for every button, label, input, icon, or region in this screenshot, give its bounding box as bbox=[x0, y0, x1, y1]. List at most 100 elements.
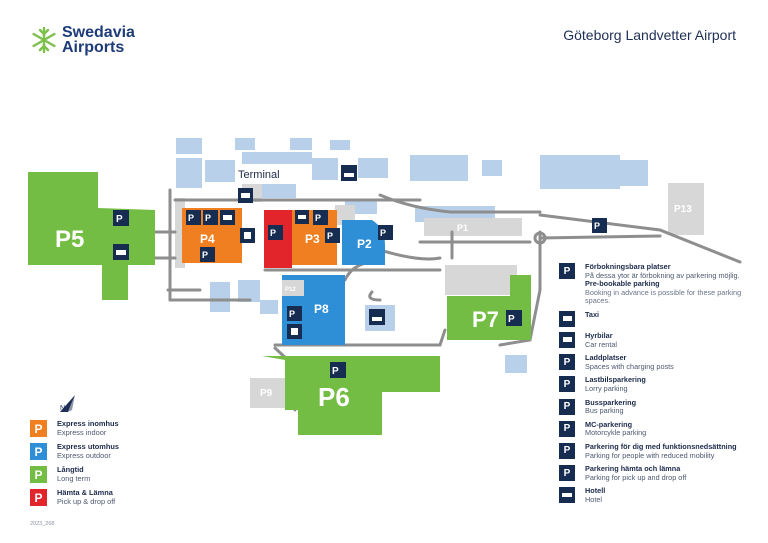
taxi-icon bbox=[559, 310, 575, 327]
hotel-icon bbox=[559, 487, 575, 504]
lorry-parking-icon bbox=[238, 188, 253, 203]
charging-post-icon: P bbox=[559, 354, 575, 371]
north-arrow-icon: N bbox=[60, 395, 75, 412]
svg-text:P: P bbox=[188, 213, 194, 223]
svg-text:P: P bbox=[594, 221, 600, 231]
svg-text:P: P bbox=[380, 228, 386, 238]
svg-text:N: N bbox=[60, 405, 65, 412]
car-rental-icon bbox=[559, 331, 575, 348]
legend-item-taxi: Taxi bbox=[559, 309, 759, 327]
swatch-express-inomhus: P bbox=[30, 420, 47, 437]
lorry-parking-icon: P bbox=[559, 376, 575, 393]
prebookable-parking-icon: P bbox=[592, 218, 607, 233]
reduced-mobility-parking-icon: P bbox=[325, 228, 340, 243]
swatch-hamta-lamna: P bbox=[30, 489, 47, 506]
terminal-label: Terminal bbox=[238, 169, 280, 181]
legend-en: Spaces with charging posts bbox=[585, 361, 674, 371]
reduced-mobility-parking-icon: P bbox=[559, 442, 575, 459]
legend-sv: Laddplatser bbox=[585, 353, 627, 363]
legend-en: Pick up & drop off bbox=[57, 496, 116, 506]
svg-text:P: P bbox=[202, 250, 208, 260]
svg-text:P: P bbox=[327, 231, 333, 241]
parking-area-p5 bbox=[28, 172, 155, 300]
roundabout bbox=[533, 231, 547, 245]
prebookable-parking-icon: P bbox=[287, 306, 302, 321]
hotel-icon bbox=[341, 165, 357, 181]
swatch-express-utomhus: P bbox=[30, 443, 47, 460]
legend-sv: Långtid bbox=[57, 465, 84, 474]
parking-area-p2 bbox=[342, 220, 385, 265]
map-icons: P P P P P P P P P P P P bbox=[113, 165, 607, 378]
legend-en: Bus parking bbox=[585, 406, 624, 416]
svg-text:P: P bbox=[289, 309, 295, 319]
airport-title: Göteborg Landvetter Airport bbox=[563, 27, 736, 43]
legend-sv: Hämta & Lämna bbox=[57, 488, 113, 497]
charging-post-icon bbox=[287, 324, 302, 339]
legend-en: Car rental bbox=[585, 339, 618, 349]
taxi-icon bbox=[113, 244, 129, 260]
legend-en: Parking for pick up and drop off bbox=[585, 472, 687, 482]
label-p8: P8 bbox=[314, 302, 329, 316]
motorcycle-parking-icon: P bbox=[559, 420, 575, 437]
legend-sv: Hyrbilar bbox=[585, 330, 613, 340]
pickup-dropoff-parking-icon: P bbox=[559, 465, 575, 482]
legend-sv: Taxi bbox=[585, 309, 600, 319]
brand-name: Swedavia Airports bbox=[62, 24, 135, 56]
label-p13: P13 bbox=[674, 204, 692, 215]
hotel-icon bbox=[369, 309, 385, 325]
car-rental-icon: P bbox=[186, 210, 201, 225]
legend-item-prebookable: P Förbokningsbara platser På dessa ytor … bbox=[559, 262, 759, 306]
legend-en: Lorry parking bbox=[585, 383, 628, 393]
prebookable-parking-icon: P bbox=[313, 210, 328, 225]
brand: Swedavia Airports bbox=[30, 24, 135, 56]
legend-sv: MC-parkering bbox=[585, 419, 633, 429]
legend-en-desc: Booking in advance is possible for these… bbox=[585, 287, 742, 306]
legend-sv: Förbokningsbara platser bbox=[585, 262, 671, 271]
pickup-dropoff-parking-icon: P bbox=[268, 225, 283, 240]
brand-line-1: Swedavia bbox=[62, 24, 135, 41]
brand-line-2: Airports bbox=[62, 39, 125, 56]
label-p9: P9 bbox=[260, 388, 273, 399]
legend-item-reduced-mobility: P Parkering för dig med funktionsnedsätt… bbox=[559, 442, 759, 460]
label-p6: P6 bbox=[318, 382, 350, 412]
roads bbox=[138, 188, 742, 412]
legend-sv: Parkering hämta och lämna bbox=[585, 464, 681, 474]
label-p1: P1 bbox=[457, 223, 468, 233]
parking-area-p12 bbox=[282, 280, 304, 296]
label-p4: P4 bbox=[200, 232, 215, 246]
legend-en: Pre-bookable parking bbox=[585, 279, 660, 289]
legend-sv: Express utomhus bbox=[57, 442, 120, 451]
label-p5: P5 bbox=[55, 226, 84, 253]
bus-parking-icon: P bbox=[559, 398, 575, 415]
parking-area-p6 bbox=[262, 356, 440, 435]
label-p3: P3 bbox=[305, 232, 320, 246]
legend-icons: P Förbokningsbara platser På dessa ytor … bbox=[559, 262, 759, 509]
legend-en: Express outdoor bbox=[57, 450, 111, 460]
prebookable-parking-icon: P bbox=[559, 263, 575, 279]
svg-text:P: P bbox=[270, 228, 276, 238]
svg-text:P: P bbox=[508, 314, 515, 325]
lorry-parking-icon bbox=[220, 210, 235, 225]
prebookable-parking-icon: P bbox=[330, 362, 346, 378]
svg-text:P: P bbox=[116, 214, 123, 225]
legend-en: Express indoor bbox=[57, 427, 107, 437]
legend-sv: Lastbilsparkering bbox=[585, 375, 646, 385]
svg-text:P: P bbox=[205, 213, 211, 223]
legend-en: Parking for people with reduced mobility bbox=[585, 450, 715, 460]
legend-sv: Hotell bbox=[585, 486, 606, 496]
legend-en: Hotel bbox=[585, 494, 603, 504]
snowflake-icon bbox=[32, 26, 56, 54]
prebookable-parking-icon: P bbox=[200, 247, 215, 262]
gray-lots bbox=[175, 183, 704, 408]
